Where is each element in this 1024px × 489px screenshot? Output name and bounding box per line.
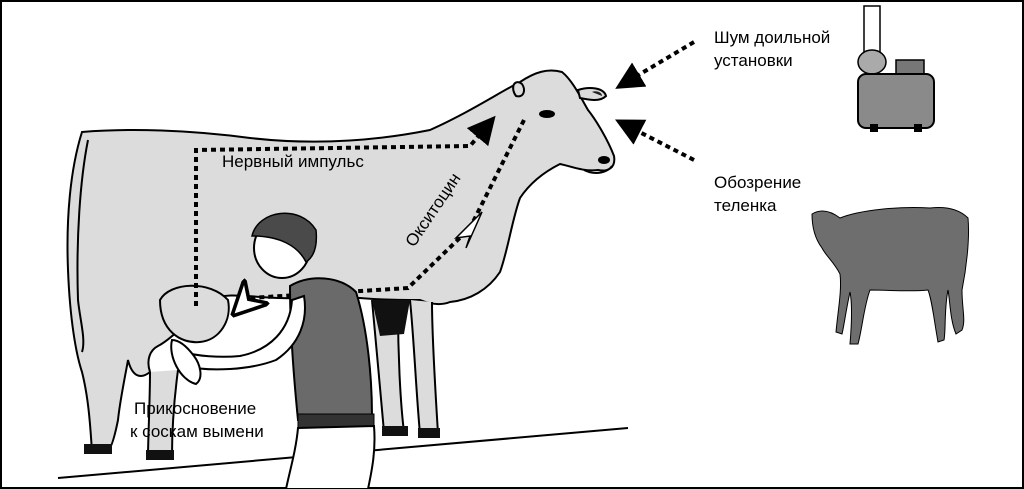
cow-icon	[66, 69, 616, 460]
milker-person-icon	[170, 212, 376, 489]
calf-icon	[811, 207, 970, 345]
oxytocin-mid-arrow-icon	[453, 211, 483, 249]
oxytocin-path	[236, 119, 526, 312]
label-teat-touch-2: к соскам вымени	[130, 422, 264, 441]
sight-arrow	[615, 119, 695, 162]
label-milking-noise-1: Шум доильной	[714, 28, 830, 47]
milking-machine-icon	[857, 5, 935, 132]
label-calf-sight-1: Обозрение	[714, 173, 801, 192]
label-teat-touch-1: Прикосновение	[134, 399, 256, 418]
label-calf-sight-2: теленка	[714, 196, 777, 215]
label-nerve-impulse: Нервный импульс	[222, 152, 364, 171]
noise-arrow	[615, 40, 696, 89]
label-milking-noise-2: установки	[714, 51, 793, 70]
